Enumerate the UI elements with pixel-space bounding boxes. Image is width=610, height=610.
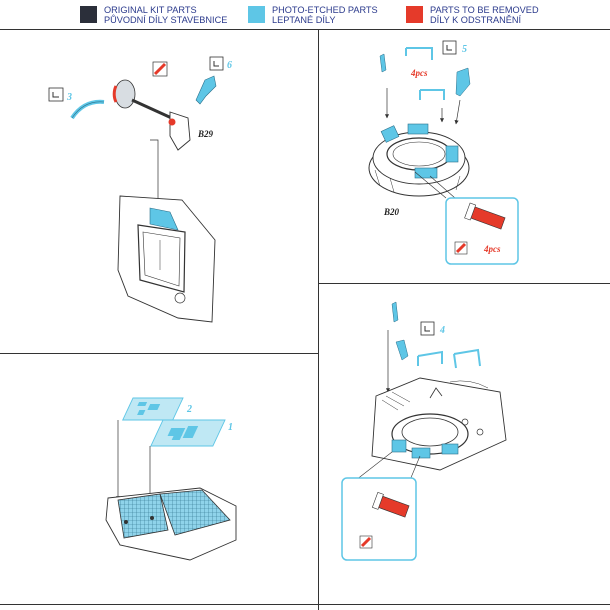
legend-original-line1: ORIGINAL KIT PARTS — [104, 5, 197, 15]
frame-bottom — [0, 604, 610, 605]
panel-hatch: 4 — [341, 301, 507, 561]
turret-roof — [371, 377, 507, 471]
qty-top: 4pcs — [410, 68, 428, 78]
legend-etched-line2: LEPTANÉ DÍLY — [272, 14, 336, 25]
legend-original-text: ORIGINAL KIT PARTS PŮVODNÍ DÍLY STAVEBNI… — [104, 5, 228, 25]
step-5-bend-icon — [442, 40, 457, 55]
frame-right-divider — [318, 283, 610, 284]
part-label-b20: B20 — [383, 207, 400, 217]
step-1-number: 1 — [228, 422, 233, 433]
step-2-number: 2 — [186, 404, 192, 415]
etched-piece-top — [405, 47, 433, 60]
legend-original-line2: PŮVODNÍ DÍLY STAVEBNICE — [104, 14, 228, 25]
etched-piece-4d — [453, 348, 481, 369]
frame-top — [0, 29, 610, 30]
step-6-bend-icon — [209, 56, 224, 71]
cupola-part — [368, 123, 470, 197]
legend-remove-line2: DÍLY K ODSTRANĚNÍ — [430, 14, 522, 25]
etched-piece-left — [379, 53, 387, 73]
step-6-number: 6 — [227, 60, 232, 71]
step-5-number: 5 — [462, 44, 467, 55]
etched-piece-mid — [419, 89, 445, 100]
step-4-bend-icon — [420, 321, 435, 336]
etched-piece-right — [455, 67, 471, 97]
hull-side — [117, 195, 216, 323]
etched-piece-4c — [417, 350, 443, 366]
etched-sheet-2 — [122, 397, 184, 421]
frame-vertical — [318, 29, 319, 610]
etched-piece-4a — [391, 301, 399, 323]
legend: ORIGINAL KIT PARTS PŮVODNÍ DÍLY STAVEBNI… — [0, 0, 610, 28]
legend-etched-line1: PHOTO-ETCHED PARTS — [272, 5, 378, 15]
original-swatch — [80, 6, 97, 23]
hatch-callout — [341, 477, 417, 561]
remove-swatch — [406, 6, 423, 23]
panel-shovel: 3 6 B29 — [48, 56, 232, 323]
qty-callout: 4pcs — [483, 244, 501, 254]
etched-sheet-1 — [150, 419, 226, 447]
callout-removed-part — [464, 202, 506, 230]
panel-grille: 2 1 — [105, 397, 237, 561]
panel-cupola: 5 4pcs B20 — [368, 40, 519, 265]
part-label-b29: B29 — [197, 129, 214, 139]
etched-piece-4b — [395, 339, 409, 361]
hatch-callout-removed-part — [371, 491, 410, 518]
legend-remove-text: PARTS TO BE REMOVED DÍLY K ODSTRANĚNÍ — [430, 5, 539, 25]
step-3-number: 3 — [66, 92, 72, 103]
shovel-part — [112, 79, 191, 151]
legend-etched-text: PHOTO-ETCHED PARTS LEPTANÉ DÍLY — [272, 5, 378, 25]
engine-deck — [105, 487, 237, 561]
step-4-number: 4 — [439, 325, 445, 336]
legend-remove-line1: PARTS TO BE REMOVED — [430, 5, 539, 15]
frame-left-divider — [0, 353, 318, 354]
etched-bracket-6 — [195, 75, 217, 105]
etched-swatch — [248, 6, 265, 23]
step-3-bend-icon — [48, 87, 64, 102]
